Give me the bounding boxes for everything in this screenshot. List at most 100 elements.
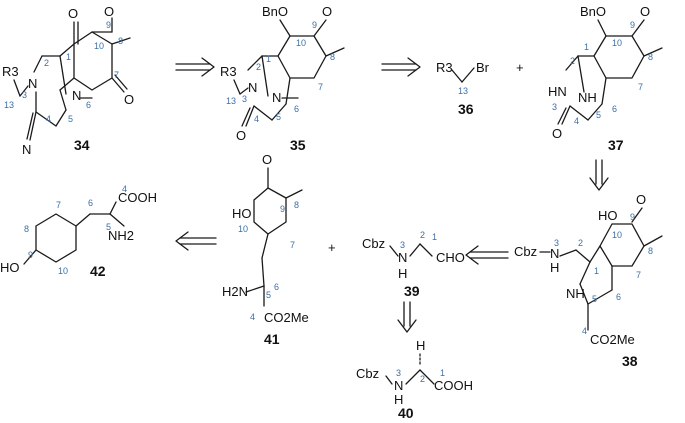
retro-arrow-1 (175, 57, 215, 77)
c38-num-4: 4 (582, 326, 587, 336)
c34-nitrile-n: N (22, 142, 31, 157)
c38-methoxy-o: O (636, 192, 646, 207)
c34-num-6: 6 (86, 100, 91, 110)
compound-39: Cbz N H CHO 1 2 3 39 (362, 230, 465, 299)
c34-num-8: 8 (118, 36, 123, 46)
c41-ho: HO (232, 206, 252, 221)
plus-sign-1: + (516, 60, 524, 75)
c36-br: Br (476, 60, 490, 75)
c34-num-9: 9 (106, 20, 111, 30)
c40-num-3: 3 (396, 368, 401, 378)
c38-num-10: 10 (612, 230, 622, 240)
compound-id-42: 42 (90, 263, 106, 279)
c34-ketone-o-top: O (68, 6, 78, 21)
c34-ketone-o-bottom: O (124, 92, 134, 107)
c42-num-8: 8 (24, 224, 29, 234)
c38-n: N (550, 246, 559, 261)
c35-amide-o: O (236, 128, 246, 143)
retro-arrow-3 (589, 159, 609, 191)
retro-arrow-4 (465, 245, 509, 265)
c37-num-2: 2 (570, 56, 575, 66)
c38-num-3: 3 (554, 238, 559, 248)
c42-cooh: COOH (118, 190, 157, 205)
compound-id-34: 34 (74, 137, 90, 153)
c39-num-3: 3 (400, 240, 405, 250)
c37-num-8: 8 (648, 52, 653, 62)
c41-h2n: H2N (222, 284, 248, 299)
c34-methoxy-o: O (104, 4, 114, 19)
c35-num-5: 5 (276, 112, 281, 122)
c37-methoxy-o: O (640, 4, 650, 19)
c37-num-10: 10 (612, 38, 622, 48)
c38-num-8: 8 (648, 246, 653, 256)
c35-num-8: 8 (330, 52, 335, 62)
c35-num-3: 3 (242, 94, 247, 104)
c38-ho: HO (598, 208, 618, 223)
c40-cooh: COOH (434, 378, 473, 393)
compound-id-38: 38 (622, 353, 638, 369)
c42-num-5: 5 (106, 222, 111, 232)
c42-num-7: 7 (56, 200, 61, 210)
c34-num-5: 5 (68, 114, 73, 124)
c41-num-4: 4 (250, 312, 255, 322)
c41-ester: CO2Me (264, 310, 309, 325)
c34-r3: R3 (2, 64, 19, 79)
compound-id-40: 40 (398, 405, 414, 421)
c34-num-3: 3 (22, 90, 27, 100)
c38-h: H (550, 260, 559, 275)
c34-num-7: 7 (114, 70, 119, 80)
c41-num-7: 7 (290, 240, 295, 250)
c39-cho: CHO (436, 250, 465, 265)
c42-num-6: 6 (88, 198, 93, 208)
c35-num-13: 13 (226, 96, 236, 106)
c41-num-5: 5 (266, 290, 271, 300)
c42-num-10: 10 (58, 266, 68, 276)
c37-num-5: 5 (596, 110, 601, 120)
c35-r3: R3 (220, 64, 237, 79)
c39-num-1: 1 (432, 232, 437, 242)
c40-cbz: Cbz (356, 366, 379, 381)
c35-methoxy-o: O (322, 4, 332, 19)
compound-36: R3 Br 13 36 (436, 60, 490, 117)
c37-num-1: 1 (584, 42, 589, 52)
c35-num-4: 4 (254, 114, 259, 124)
compound-id-36: 36 (458, 101, 474, 117)
compound-41: O HO H2N CO2Me 9 8 10 7 6 5 4 41 (222, 152, 309, 347)
compound-35: BnO O N N R3 O 9 8 10 7 1 2 3 4 5 6 13 3… (220, 4, 345, 153)
c35-num-10: 10 (296, 38, 306, 48)
c35-bridge-n: N (272, 90, 281, 105)
c34-n3: N (28, 76, 37, 91)
c41-num-9: 9 (280, 204, 285, 214)
c40-num-1: 1 (440, 368, 445, 378)
c42-num-9: 9 (28, 250, 33, 260)
compound-id-37: 37 (608, 137, 624, 153)
c38-num-2: 2 (578, 238, 583, 248)
c40-n: N (394, 378, 403, 393)
compound-40: H Cbz N H COOH 1 2 3 40 (356, 338, 473, 421)
compound-37: BnO O HN NH O 9 8 10 7 1 2 3 4 5 6 37 (548, 4, 663, 153)
c37-num-9: 9 (630, 20, 635, 30)
c40-h-top: H (416, 338, 425, 353)
c39-num-2: 2 (420, 230, 425, 240)
c37-num-4: 4 (574, 116, 579, 126)
c39-n: N (398, 250, 407, 265)
c34-num-10: 10 (94, 41, 104, 51)
c38-num-5: 5 (592, 294, 597, 304)
retro-arrow-6 (175, 231, 217, 251)
c34-num-1: 1 (66, 52, 71, 62)
c41-num-10: 10 (238, 224, 248, 234)
retro-arrow-5 (397, 301, 417, 333)
compound-id-41: 41 (264, 331, 280, 347)
c37-num-3: 3 (552, 102, 557, 112)
c38-num-1: 1 (594, 266, 599, 276)
c39-h: H (398, 266, 407, 281)
c38-cbz: Cbz (514, 244, 537, 259)
c41-methoxy-o: O (262, 152, 272, 167)
c42-ho: HO (0, 260, 20, 275)
compound-id-35: 35 (290, 137, 306, 153)
c42-nh2: NH2 (108, 228, 134, 243)
c34-num-13: 13 (4, 100, 14, 110)
compound-34: O O O N N R3 N 9 8 10 (2, 4, 134, 157)
c38-num-9: 9 (630, 212, 635, 222)
